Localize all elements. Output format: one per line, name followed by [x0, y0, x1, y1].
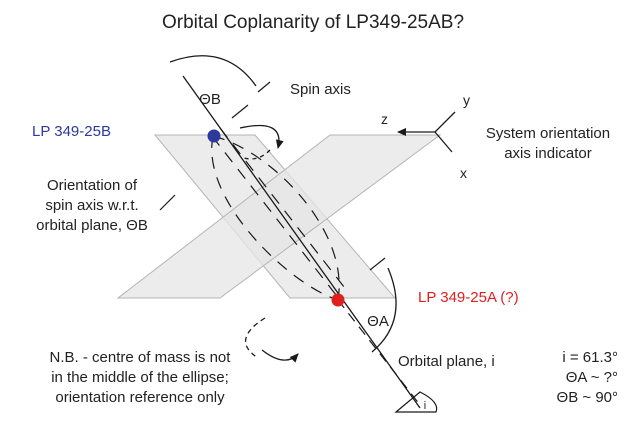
spin-rotation-dash-bottom [245, 317, 266, 359]
inclination-symbol-label: i [424, 400, 426, 412]
spin-rotation-arrow-bottom [261, 349, 299, 363]
theta-a-arc [371, 267, 397, 353]
orientation-line-1: Orientation of [47, 177, 138, 194]
diagram-title: Orbital Coplanarity of LP349-25AB? [162, 12, 464, 33]
axis-x-label: x [460, 165, 467, 181]
nb-note-line-2: in the middle of the ellipse; [51, 369, 229, 386]
axis-indicator: z y x [381, 92, 470, 181]
spin-axis-tick [257, 81, 271, 93]
spin-rotation-arrow-top [239, 124, 284, 149]
theta-b-value: ΘB ~ 90° [557, 389, 618, 406]
orientation-line-2: spin axis w.r.t. [45, 197, 138, 214]
inclination-value: i = 61.3° [562, 349, 618, 366]
orientation-tick-2 [369, 257, 386, 271]
orientation-line-3: orbital plane, ΘB [36, 217, 148, 234]
axis-y-line [434, 111, 456, 133]
theta-a-value: ΘA ~ ?° [566, 369, 618, 386]
inclination-angle-marker [394, 391, 438, 413]
orbital-plane-label: Orbital plane, i [398, 353, 495, 370]
orientation-tick-1 [159, 194, 176, 211]
theta-a-symbol-label: ΘA [367, 313, 389, 330]
system-orientation-line-1: System orientation [486, 125, 610, 142]
nb-note-line-3: orientation reference only [55, 389, 225, 406]
spin-axis-label: Spin axis [290, 81, 351, 98]
orbit-dashed-line-right [219, 127, 349, 293]
inclination-dash-line [337, 299, 421, 406]
star-b-marker [207, 129, 221, 143]
system-orientation-line-2: axis indicator [504, 145, 592, 162]
orbit-ellipse-arc-left [211, 135, 339, 301]
axis-x-line [434, 131, 453, 153]
star-a-label: LP 349-25A (?) [418, 289, 519, 306]
axis-z-label: z [381, 111, 388, 127]
star-b-label: LP 349-25B [32, 123, 111, 140]
nb-note-line-1: N.B. - centre of mass is not [50, 349, 232, 366]
orbit-dashed-line-left [211, 135, 341, 301]
orbit-ellipse-arc-right [212, 135, 340, 301]
axis-y-label: y [463, 92, 470, 108]
theta-b-arc [169, 55, 257, 87]
star-a-marker [331, 293, 345, 307]
spin-axis-tick-2 [231, 104, 249, 119]
spin-rotation-dash-top [243, 149, 271, 160]
theta-b-symbol-label: ΘB [199, 91, 221, 108]
